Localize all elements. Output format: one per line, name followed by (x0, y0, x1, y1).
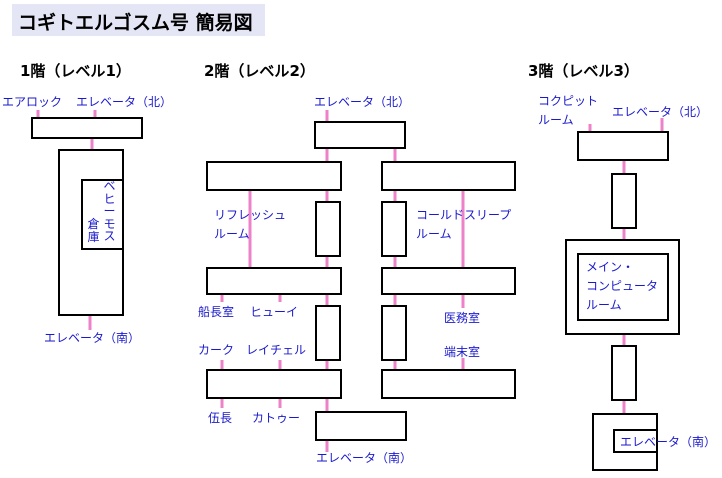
label-elevator-south-1: エレベータ（南） (44, 331, 141, 345)
label-elevator-south-3: エレベータ（南） (620, 435, 717, 449)
label-kirk: カーク (198, 343, 235, 357)
room-shaft-3b (611, 345, 637, 401)
room-corridor-ne (381, 161, 516, 191)
label-terminal-room: 端末室 (444, 345, 481, 359)
label-rachel: レイチェル (246, 343, 307, 357)
floor-3-title: 3階（レベル3） (528, 62, 639, 80)
room-corridor-w2 (206, 267, 342, 295)
room-shaft-e1 (381, 201, 407, 257)
room-shaft-e2 (381, 305, 407, 361)
label-refresh-room: リフレッシュ ルーム (214, 208, 287, 242)
room-cockpit (577, 131, 669, 161)
room-elevator-south-inner (613, 429, 658, 453)
label-katou: カトゥー (252, 411, 301, 425)
label-cockpit: コクピット ルーム (538, 94, 599, 128)
room-corridor-nw (206, 161, 342, 191)
label-elevator-north-1: エレベータ（北） (76, 95, 173, 109)
label-medical-room: 医務室 (444, 311, 481, 325)
label-elevator-south-2: エレベータ（南） (316, 451, 413, 465)
diagram-title: コギトエルゴスム号 簡易図 (18, 12, 253, 34)
title-background (12, 4, 265, 36)
room-shaft-w1 (315, 201, 341, 257)
floor-1-title: 1階（レベル1） (20, 62, 131, 80)
label-captain-room: 船長室 (198, 305, 235, 319)
room-corridor-w3 (206, 369, 342, 399)
room-shaft-3a (611, 173, 637, 229)
room-computer-inner (577, 253, 669, 321)
label-gocho: 伍長 (208, 411, 233, 425)
label-elevator-north-2: エレベータ（北） (314, 95, 411, 109)
label-elevator-north-3: エレベータ（北） (612, 105, 709, 119)
room-elevator-south-2 (315, 411, 407, 441)
floor-2-title: 2階（レベル2） (204, 62, 315, 80)
label-behemoth: ベヒーモス (103, 179, 116, 244)
room-behemoth-warehouse (81, 179, 124, 250)
room-shaft-w2 (315, 305, 341, 361)
room-elevator-north-2 (314, 121, 406, 149)
room-corridor-e2 (381, 267, 516, 295)
label-cold-sleep-room: コールドスリープ ルーム (416, 208, 512, 242)
label-airlock: エアロック (2, 95, 63, 109)
room-corridor-e3 (381, 369, 516, 399)
label-hughey: ヒューイ (250, 305, 299, 319)
label-warehouse: 倉庫 (87, 217, 100, 244)
room-airlock (31, 117, 143, 139)
label-main-computer-room: メイン・ コンピュータ ルーム (586, 260, 659, 313)
